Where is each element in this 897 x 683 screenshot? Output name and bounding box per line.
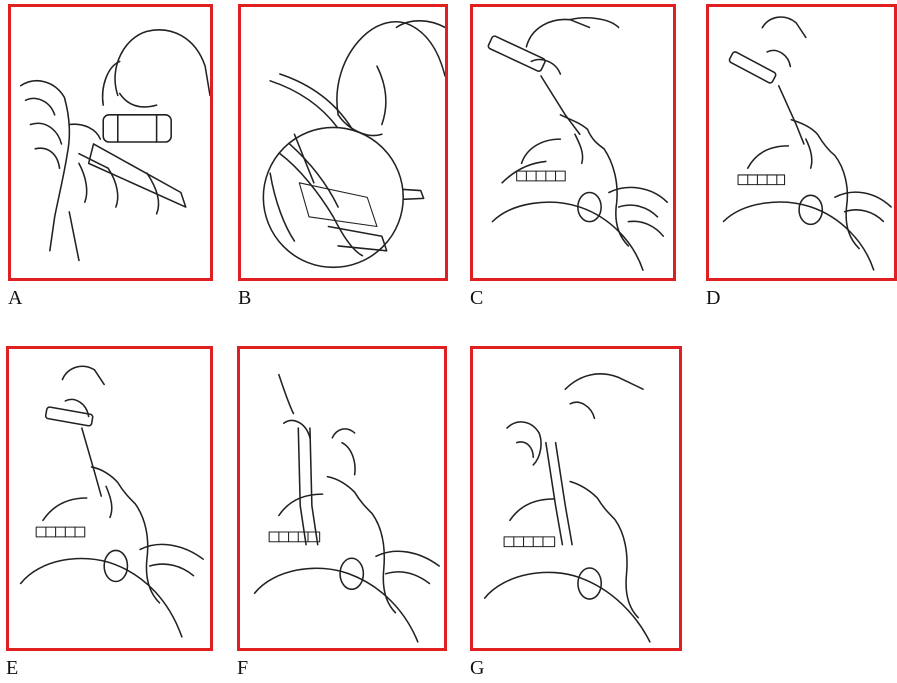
panel-label-a: A: [8, 288, 22, 308]
panel-label-f: F: [237, 658, 248, 678]
hand-holding-laryngoscope-illustration: [11, 7, 210, 278]
tube-placement-confirmed-illustration: [473, 349, 679, 648]
panel-label-e: E: [6, 658, 18, 678]
blade-in-vallecula-illustration: [9, 349, 210, 648]
panel-label-d: D: [706, 288, 720, 308]
blade-advancing-illustration: [709, 7, 894, 278]
panel-label-c: C: [470, 288, 483, 308]
panel-e: [6, 346, 213, 651]
panel-c: [470, 4, 676, 281]
panel-a: [8, 4, 213, 281]
blade-insertion-with-inset-illustration: [241, 7, 445, 278]
panel-d: [706, 4, 897, 281]
panel-f: [237, 346, 447, 651]
tube-passing-cords-illustration: [240, 349, 444, 648]
panel-label-g: G: [470, 658, 484, 678]
blade-entering-mouth-illustration: [473, 7, 673, 278]
panel-g: [470, 346, 682, 651]
panel-label-b: B: [238, 288, 251, 308]
panel-b: [238, 4, 448, 281]
